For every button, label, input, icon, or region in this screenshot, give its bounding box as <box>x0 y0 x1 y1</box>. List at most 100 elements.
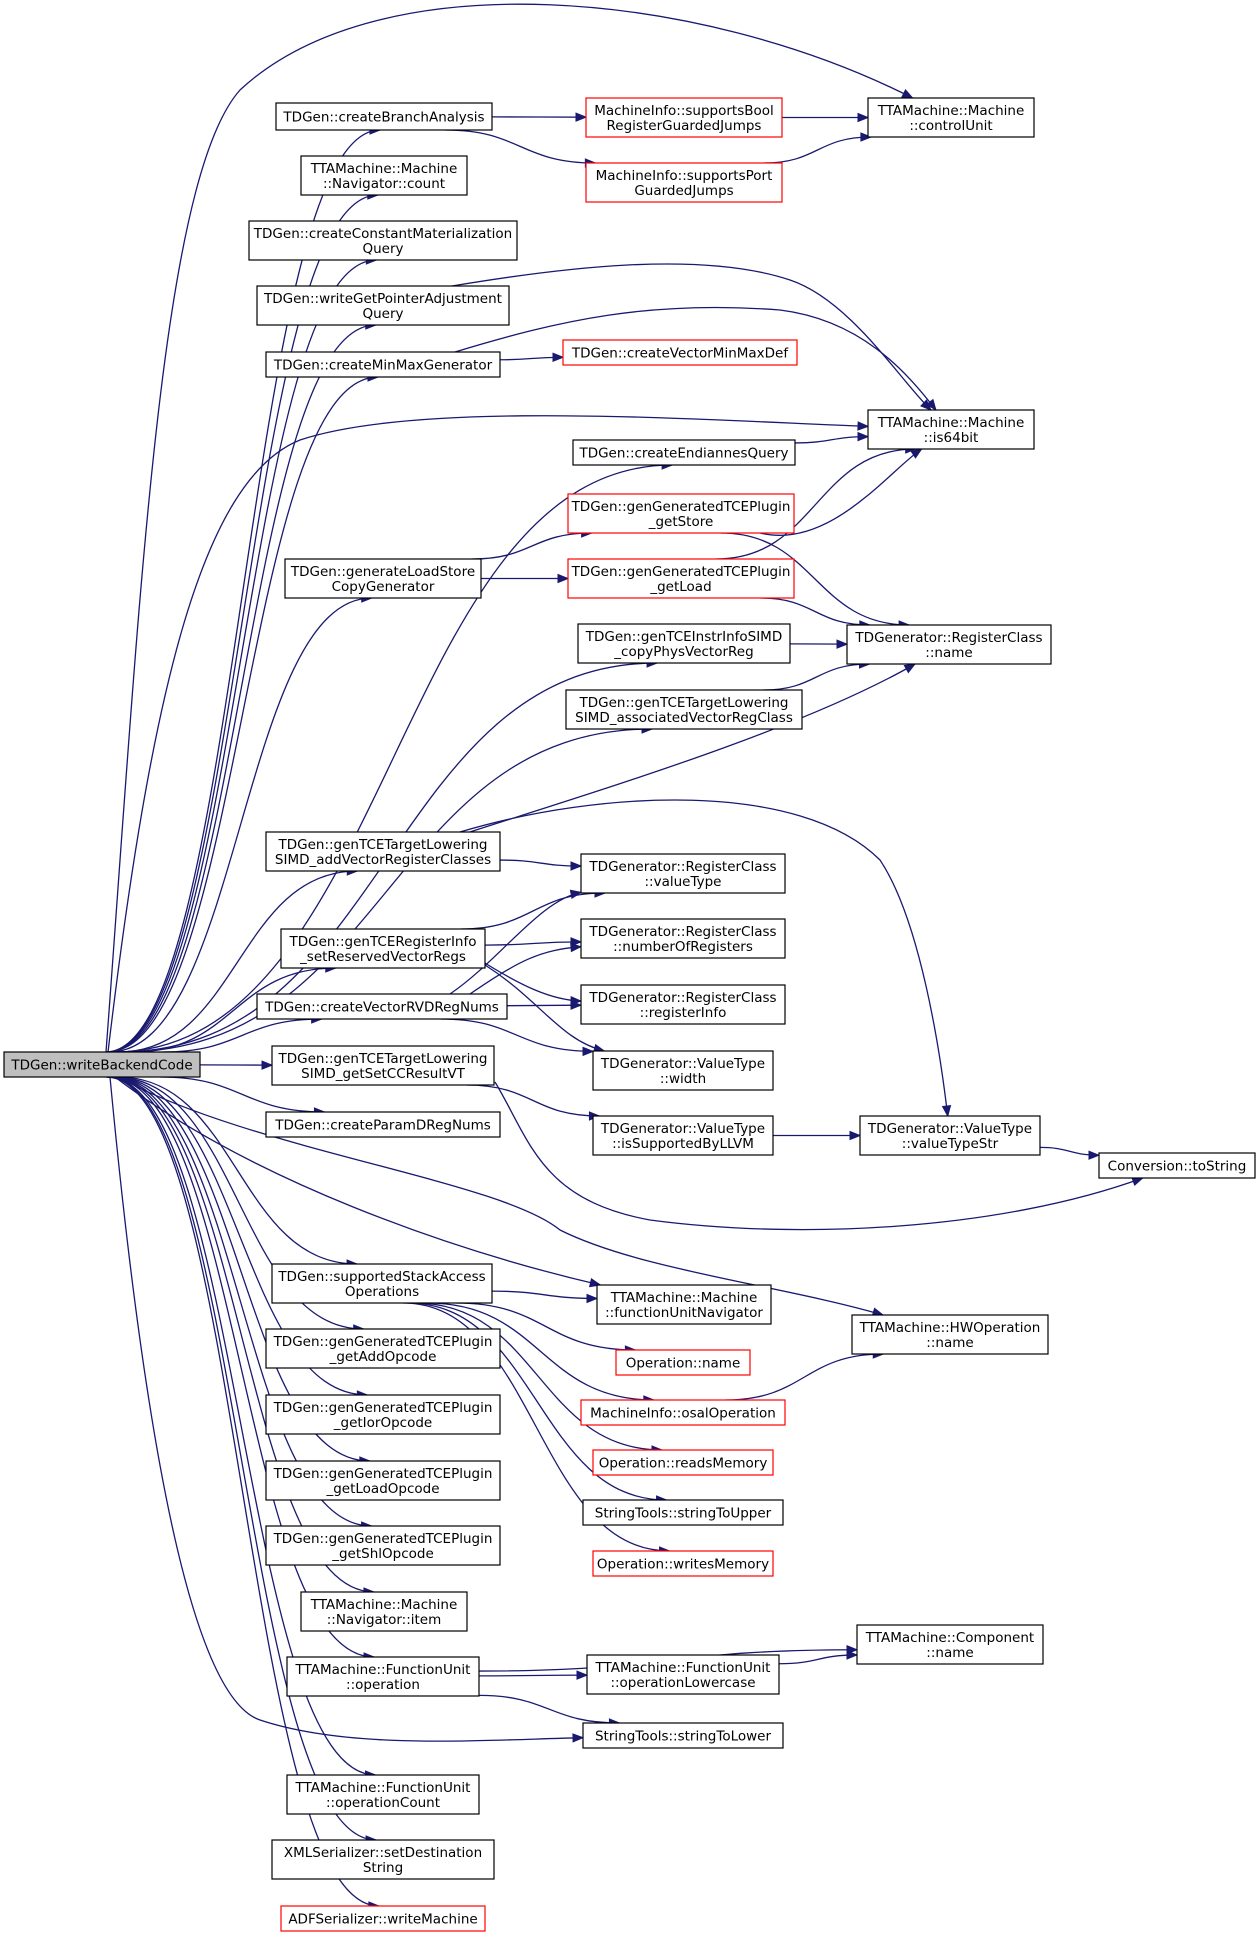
node-label: GuardedJumps <box>634 183 733 199</box>
node-label: ::functionUnitNavigator <box>605 1305 763 1321</box>
node-label: TDGen::genTCEInstrInfoSIMD <box>585 629 782 645</box>
node-label: TDGenerator::ValueType <box>600 1056 765 1072</box>
node-toupper[interactable]: StringTools::stringToUpper <box>582 1499 784 1526</box>
node-funav[interactable]: TTAMachine::Machine::functionUnitNavigat… <box>596 1284 772 1325</box>
node-rcnumregs[interactable]: TDGenerator::RegisterClass::numberOfRegi… <box>580 918 786 959</box>
edge-n_vtstr-to-n_tostring <box>1039 1146 1101 1160</box>
node-label: Operation::name <box>626 1356 741 1372</box>
node-vecminmax[interactable]: TDGen::createVectorMinMaxDef <box>562 339 798 366</box>
node-endian[interactable]: TDGen::createEndiannesQuery <box>572 439 796 466</box>
edge-root-to-n_tolower <box>109 1076 585 1743</box>
node-label: TTAMachine::Component <box>865 1630 1034 1646</box>
node-label: ::Navigator::count <box>323 176 445 192</box>
node-label: TDGen::writeBackendCode <box>10 1058 192 1074</box>
edge-n_endian-to-n_is64 <box>794 431 870 444</box>
node-ctrlunit[interactable]: TTAMachine::Machine::controlUnit <box>867 97 1035 138</box>
node-label: ADFSerializer::writeMachine <box>288 1912 477 1928</box>
node-oplower[interactable]: TTAMachine::FunctionUnit::operationLower… <box>586 1654 780 1695</box>
edge-n_instrinfo-to-n_rcname <box>789 639 849 649</box>
node-label: TDGen::createConstantMaterialization <box>253 226 512 242</box>
node-vtstr[interactable]: TDGenerator::ValueType::valueTypeStr <box>859 1115 1041 1156</box>
node-is64[interactable]: TTAMachine::Machine::is64bit <box>867 409 1035 450</box>
node-label: TDGen::createVectorRVDRegNums <box>264 1000 499 1016</box>
node-label: TDGenerator::ValueType <box>867 1121 1032 1137</box>
node-label: TTAMachine::Machine <box>610 1290 758 1306</box>
node-item[interactable]: TTAMachine::Machine::Navigator::item <box>300 1591 468 1632</box>
node-label: MachineInfo::supportsPort <box>596 168 773 184</box>
node-assocvec[interactable]: TDGen::genTCETargetLoweringSIMD_associat… <box>565 689 803 730</box>
node-opname[interactable]: Operation::name <box>615 1349 751 1376</box>
node-label: _getAddOpcode <box>329 1349 437 1365</box>
node-rcvaltype[interactable]: TDGenerator::RegisterClass::valueType <box>580 853 786 894</box>
node-label: _getShlOpcode <box>331 1546 434 1562</box>
node-setcc[interactable]: TDGen::genTCETargetLoweringSIMD_getSetCC… <box>271 1045 495 1086</box>
node-reserved[interactable]: TDGen::genTCERegisterInfo_setReservedVec… <box>280 928 486 969</box>
node-iorop[interactable]: TDGen::genGeneratedTCEPlugin_getIorOpcod… <box>265 1394 501 1435</box>
node-label: TDGen::createBranchAnalysis <box>282 110 484 126</box>
node-label: TTAMachine::FunctionUnit <box>295 1662 471 1678</box>
node-hwopname[interactable]: TTAMachine::HWOperation::name <box>851 1314 1049 1355</box>
node-shlop[interactable]: TDGen::genGeneratedTCEPlugin_getShlOpcod… <box>265 1525 501 1566</box>
edge-n_addvec-to-n_vtstr <box>459 799 952 1118</box>
node-minmax[interactable]: TDGen::createMinMaxGenerator <box>265 351 501 378</box>
edge-n_fuop-to-n_tolower <box>478 1694 621 1728</box>
node-root[interactable]: TDGen::writeBackendCode <box>3 1051 201 1078</box>
node-tostring[interactable]: Conversion::toString <box>1098 1152 1256 1179</box>
edge-n_rvd-to-n_vtwidth <box>440 1018 595 1057</box>
node-label: TDGen::genGeneratedTCEPlugin <box>273 1334 493 1350</box>
node-compname[interactable]: TTAMachine::Component::name <box>856 1624 1044 1665</box>
node-instrinfo[interactable]: TDGen::genTCEInstrInfoSIMD_copyPhysVecto… <box>577 623 791 664</box>
node-constmat[interactable]: TDGen::createConstantMaterializationQuer… <box>248 220 518 261</box>
edge-n_minmax-to-n_vecminmax <box>499 352 565 362</box>
node-vtsupported[interactable]: TDGenerator::ValueType::isSupportedByLLV… <box>592 1115 774 1156</box>
node-label: TDGen::generateLoadStore <box>290 564 475 580</box>
node-label: String <box>363 1860 403 1876</box>
edge-n_minmax-to-n_is64 <box>454 306 937 412</box>
node-osalop[interactable]: MachineInfo::osalOperation <box>580 1399 786 1426</box>
node-adfwrite[interactable]: ADFSerializer::writeMachine <box>280 1905 486 1932</box>
node-label: TDGen::supportedStackAccess <box>277 1269 485 1285</box>
node-label: CopyGenerator <box>332 579 435 595</box>
edge-n_branch-to-n_boolguard <box>491 112 588 122</box>
node-boolguard[interactable]: MachineInfo::supportsBoolRegisterGuarded… <box>585 97 783 138</box>
node-vtwidth[interactable]: TDGenerator::ValueType::width <box>592 1050 774 1091</box>
node-writesmem[interactable]: Operation::writesMemory <box>592 1550 774 1577</box>
node-label: ::name <box>926 1335 973 1351</box>
node-addop[interactable]: TDGen::genGeneratedTCEPlugin_getAddOpcod… <box>265 1328 501 1369</box>
node-label: _getLoadOpcode <box>325 1481 439 1497</box>
node-fuop[interactable]: TTAMachine::FunctionUnit::operation <box>286 1656 480 1697</box>
node-readsmem[interactable]: Operation::readsMemory <box>592 1449 774 1476</box>
node-opcount[interactable]: TTAMachine::FunctionUnit::operationCount <box>286 1774 480 1815</box>
node-label: XMLSerializer::setDestination <box>284 1845 482 1861</box>
node-paramd[interactable]: TDGen::createParamDRegNums <box>265 1111 501 1138</box>
node-label: _getLoad <box>649 579 711 595</box>
node-label: TTAMachine::FunctionUnit <box>295 1780 471 1796</box>
node-label: ::is64bit <box>924 430 979 446</box>
node-branch[interactable]: TDGen::createBranchAnalysis <box>275 102 493 131</box>
node-label: ::name <box>926 1645 973 1661</box>
node-label: _copyPhysVectorReg <box>613 644 753 660</box>
node-count[interactable]: TTAMachine::Machine::Navigator::count <box>300 155 468 196</box>
node-getload[interactable]: TDGen::genGeneratedTCEPlugin_getLoad <box>567 558 795 599</box>
node-label: RegisterGuardedJumps <box>607 118 762 134</box>
node-rvd[interactable]: TDGen::createVectorRVDRegNums <box>256 993 508 1020</box>
node-rcreginfo[interactable]: TDGenerator::RegisterClass::registerInfo <box>580 984 786 1025</box>
node-label: TDGen::createParamDRegNums <box>274 1118 491 1134</box>
node-tolower[interactable]: StringTools::stringToLower <box>582 1722 784 1749</box>
node-label: Operation::readsMemory <box>599 1456 768 1472</box>
node-label: Operations <box>345 1284 419 1300</box>
node-label: TDGenerator::RegisterClass <box>588 924 776 940</box>
node-label: Operation::writesMemory <box>597 1557 769 1573</box>
node-label: TDGen::genTCETargetLowering <box>278 837 488 853</box>
node-label: TTAMachine::Machine <box>310 161 458 177</box>
node-addvec[interactable]: TDGen::genTCETargetLoweringSIMD_addVecto… <box>265 831 501 872</box>
node-rcname[interactable]: TDGenerator::RegisterClass::name <box>846 624 1052 665</box>
node-loadop[interactable]: TDGen::genGeneratedTCEPlugin_getLoadOpco… <box>265 1460 501 1501</box>
node-label: TTAMachine::Machine <box>877 103 1025 119</box>
node-getstore[interactable]: TDGen::genGeneratedTCEPlugin_getStore <box>567 493 795 534</box>
